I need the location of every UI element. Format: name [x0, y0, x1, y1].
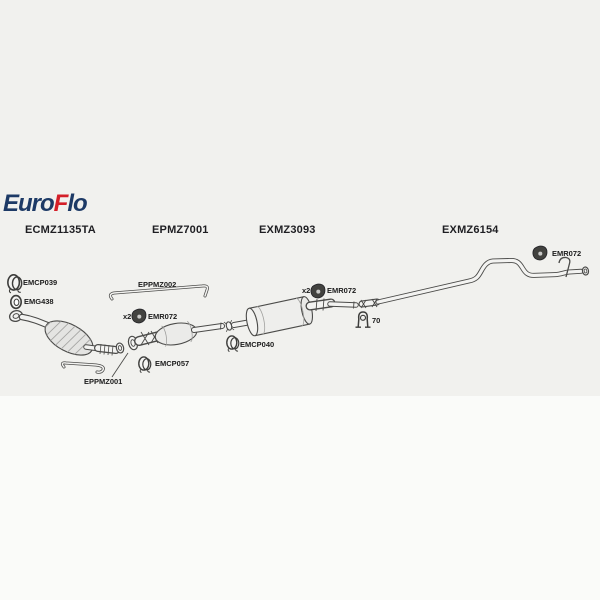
front-flange — [8, 310, 24, 322]
front-pipe-cat-assembly — [8, 310, 125, 357]
pipe-end-tick — [220, 322, 222, 330]
mount-clamp-icon — [354, 311, 372, 328]
rubber-hanger-icon — [131, 308, 147, 324]
section-label-centre-pipe: EPMZ7001 — [152, 224, 209, 236]
clamp-icon — [138, 356, 152, 374]
logo-text-euro: Euro — [3, 190, 55, 217]
section-label-tail-pipe: EXMZ6154 — [442, 224, 499, 236]
centre-cat-body — [154, 321, 198, 347]
logo-text-f: F — [53, 190, 69, 217]
logo-text-lo: lo — [67, 190, 87, 217]
part-label-front-clamp: EMCP039 — [23, 278, 58, 287]
outlet-end-tick — [353, 301, 355, 309]
part-qty-front-hanger: x2 — [123, 312, 132, 321]
part-label-front-bracket: EPPMZ001 — [84, 377, 123, 386]
part-qty-mid-hanger: x2 — [302, 286, 311, 295]
euroflo-logo: EuroFlo — [3, 190, 88, 217]
part-label-mid-clamp: EMCP040 — [240, 340, 275, 349]
catalytic-converter-body — [39, 315, 95, 357]
part-label-mid-hanger: EMR072 — [327, 286, 357, 295]
rubber-hanger-icon — [532, 245, 548, 261]
coupling-cross-lines — [360, 298, 378, 309]
middle-silencer-assembly — [223, 296, 356, 337]
clamp-icon — [226, 335, 240, 353]
flex-corrugation-lines — [99, 343, 114, 356]
section-label-front-cat: ECMZ1135TA — [25, 224, 96, 236]
lower-blank-area — [0, 396, 600, 600]
collar-ticks — [315, 298, 325, 312]
diagram-band — [0, 0, 600, 396]
flex-joint-cross-lines — [140, 330, 159, 346]
centre-pipe-cat-assembly — [127, 321, 222, 351]
part-label-rear-hanger: EMR072 — [552, 249, 582, 258]
clamp-icon — [7, 274, 23, 294]
rubber-hanger-icon — [310, 283, 326, 299]
section-label-mid-silencer: EXMZ3093 — [259, 224, 316, 236]
tail-pipe-assembly — [360, 256, 590, 309]
leader-line — [111, 352, 129, 378]
part-label-mount-size: 70 — [372, 316, 381, 325]
part-label-gasket: EMG438 — [24, 297, 54, 306]
tail-tip — [581, 266, 590, 276]
part-label-fit-kit: EPPMZ002 — [138, 280, 177, 289]
part-label-mid-front-clamp: EMCP057 — [155, 359, 190, 368]
part-label-front-hanger: EMR072 — [148, 312, 178, 321]
silencer-body — [245, 296, 314, 337]
hanger-rod — [558, 256, 571, 278]
gasket-icon — [10, 294, 23, 310]
centre-flange — [127, 335, 139, 351]
flex-end-ring — [115, 342, 125, 354]
bracket-rod — [60, 352, 129, 378]
